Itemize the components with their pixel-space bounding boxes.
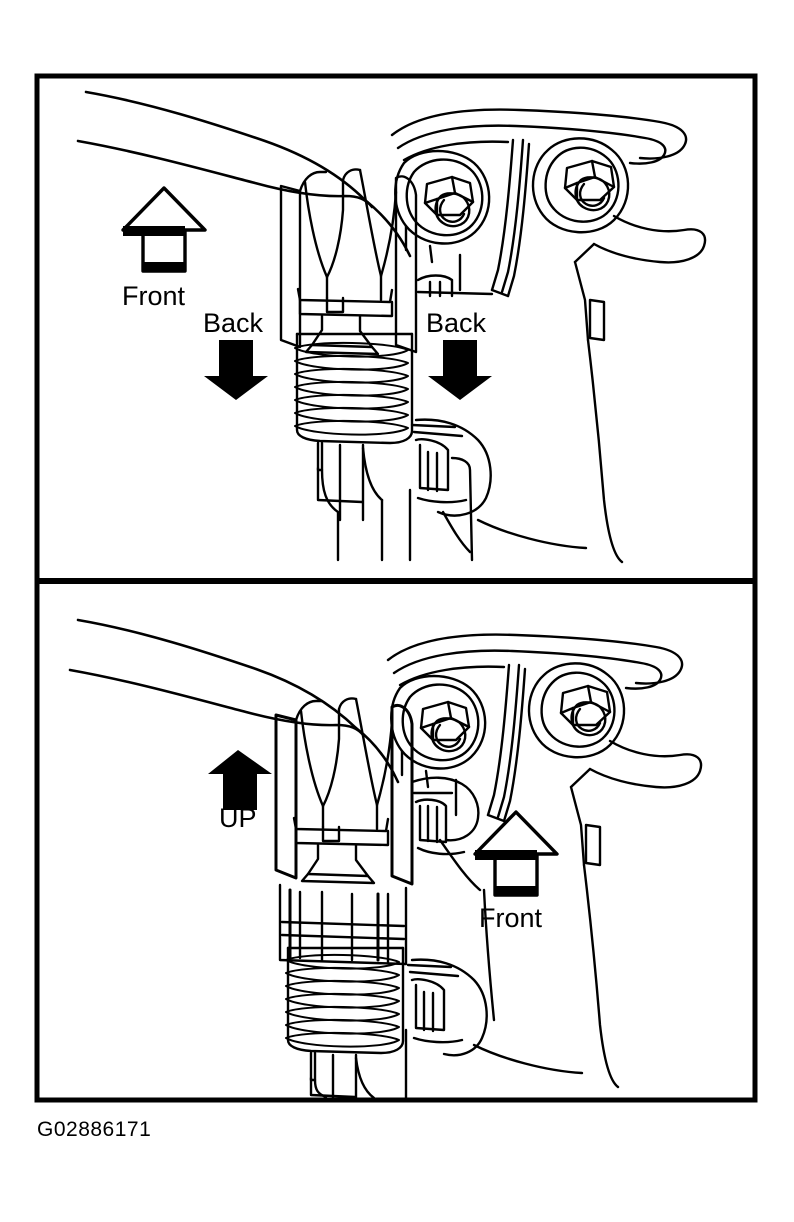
corrugated-boot-bottom xyxy=(285,946,405,1055)
label-front-bottom: Front xyxy=(479,903,543,933)
label-front-top: Front xyxy=(122,281,186,311)
label-back-right: Back xyxy=(426,308,487,338)
arrow-up-solid-icon-bottom xyxy=(208,750,272,810)
connector-clip-top xyxy=(279,168,418,356)
lower-structure-top xyxy=(476,338,624,564)
mid-bracket-bottom xyxy=(410,776,482,892)
panel-bottom-drawing xyxy=(68,618,703,1100)
arrow-down-solid-icon-top-right xyxy=(428,340,492,400)
connector-window-bottom xyxy=(278,883,408,966)
arrow-up-outline-icon-top xyxy=(121,186,207,273)
arrow-down-solid-icon-top-left xyxy=(204,340,268,400)
arrow-up-outline-icon-bottom xyxy=(473,810,559,897)
wire-harness-curves-bottom xyxy=(68,618,400,784)
connector-stem-bottom xyxy=(309,1051,376,1100)
bolt-bracket-bottom xyxy=(386,633,703,867)
mounting-bracket-bottom xyxy=(404,958,488,1100)
figure-frame xyxy=(34,73,758,1103)
corrugated-boot-top xyxy=(294,332,414,445)
connector-clip-bottom xyxy=(274,697,414,886)
connector-stem-top xyxy=(316,441,474,562)
lower-structure-bottom xyxy=(472,863,620,1089)
panel-top-drawing xyxy=(76,90,707,564)
label-back-left: Back xyxy=(203,308,264,338)
label-up: UP xyxy=(219,803,257,833)
figure-caption: G02886171 xyxy=(37,1118,152,1141)
mounting-bracket-top xyxy=(408,418,492,562)
bolt-bracket-top xyxy=(390,108,707,342)
